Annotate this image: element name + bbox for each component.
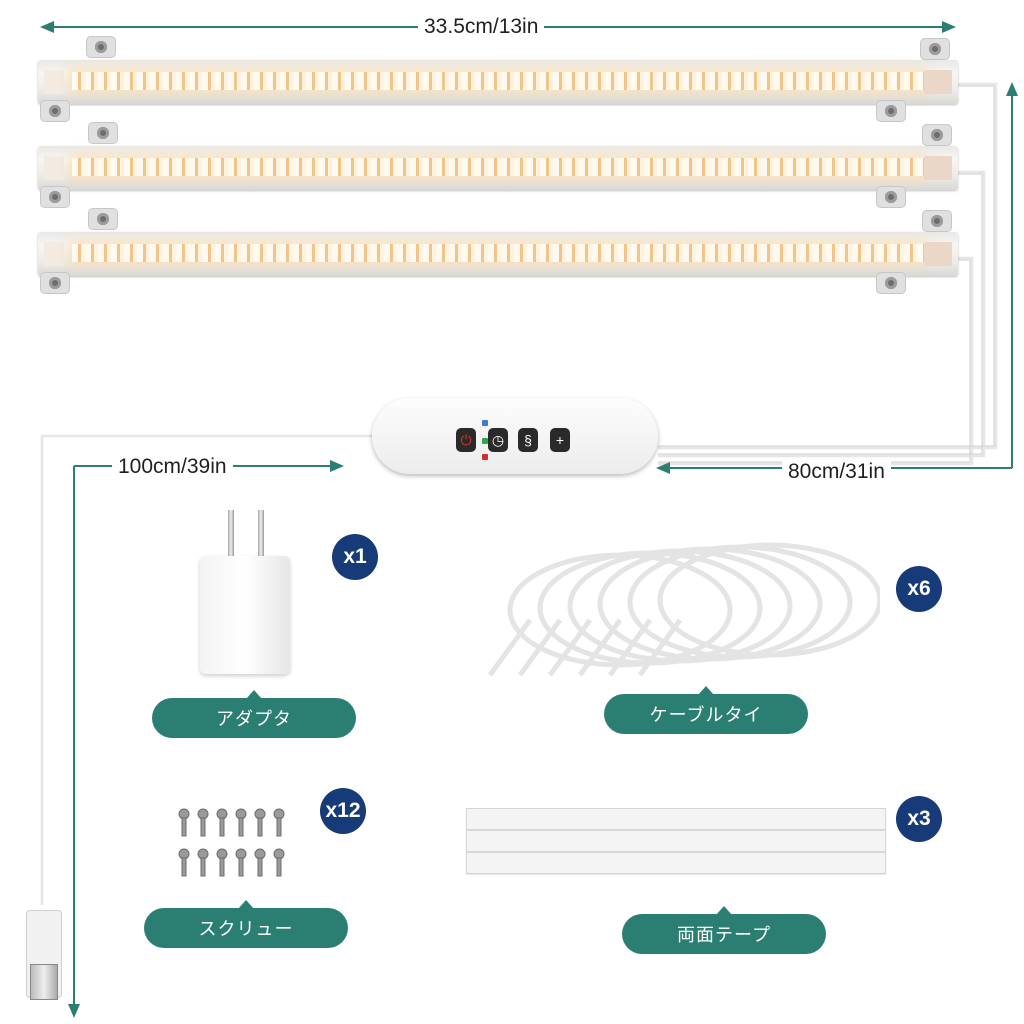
- adapter-prong: [258, 510, 264, 560]
- bar-length-label: 33.5cm/13in: [418, 15, 545, 39]
- mount-clip: [40, 186, 70, 208]
- power-icon[interactable]: ⏻: [456, 428, 476, 452]
- adapter-body: [200, 556, 290, 674]
- tape-count-badge: x3: [896, 796, 942, 842]
- controller: ⏻ ◷ § +: [372, 398, 658, 474]
- mount-clip: [40, 272, 70, 294]
- tape-label: 両面テープ: [622, 906, 826, 954]
- screw-count-badge: x12: [320, 788, 366, 834]
- tape-strip: [466, 808, 886, 830]
- cable-tie-label: ケーブルタイ: [604, 686, 808, 734]
- indicator-blue: [482, 420, 488, 426]
- mount-clip: [88, 208, 118, 230]
- indicator-green: [482, 438, 488, 444]
- mount-clip: [86, 36, 116, 58]
- light-bar-3: [38, 232, 958, 276]
- adapter-label: アダプタ: [152, 690, 356, 738]
- tape-strip: [466, 852, 886, 874]
- mount-clip: [922, 210, 952, 232]
- mount-clip: [876, 100, 906, 122]
- screw-label: スクリュー: [144, 900, 348, 948]
- extension-cable-label: 80cm/31in: [782, 460, 891, 484]
- cable-ties: [487, 542, 880, 677]
- mount-clip: [922, 124, 952, 146]
- adapter-count-badge: x1: [332, 534, 378, 580]
- mount-clip: [876, 186, 906, 208]
- mode-icon[interactable]: §: [518, 428, 538, 452]
- cable-tie-count-badge: x6: [896, 566, 942, 612]
- mount-clip: [40, 100, 70, 122]
- timer-icon[interactable]: ◷: [488, 428, 508, 452]
- usb-connector: [30, 964, 58, 1000]
- tape-strip: [466, 830, 886, 852]
- screws: [178, 808, 285, 877]
- indicator-red: [482, 454, 488, 460]
- adapter-prong: [228, 510, 234, 560]
- light-bar-2: [38, 146, 958, 190]
- brightness-icon[interactable]: +: [550, 428, 570, 452]
- mount-clip: [876, 272, 906, 294]
- mount-clip: [88, 122, 118, 144]
- usb-cable-label: 100cm/39in: [112, 455, 233, 479]
- mount-clip: [920, 38, 950, 60]
- light-bar-1: [38, 60, 958, 104]
